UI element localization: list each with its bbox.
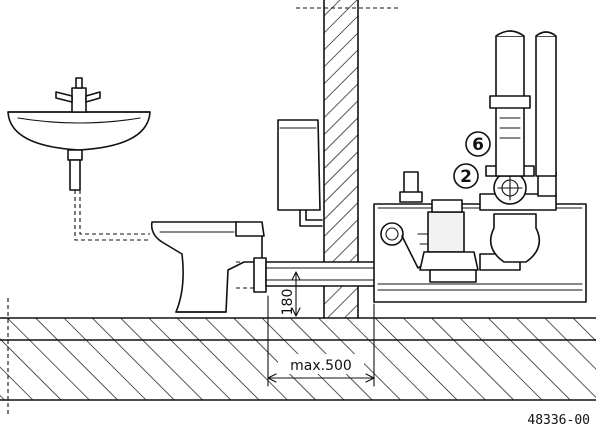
callout-6: 6 bbox=[465, 131, 491, 157]
callout-2-label: 2 bbox=[460, 167, 472, 187]
outlet-pipe bbox=[236, 257, 377, 293]
toilet bbox=[150, 221, 265, 313]
discharge-pipes bbox=[489, 30, 557, 177]
cistern bbox=[277, 119, 323, 227]
wash-basin bbox=[7, 77, 151, 241]
callout-2: 2 bbox=[453, 163, 479, 189]
dimension-height-label: 180 bbox=[280, 289, 296, 316]
dimension-max500: max.500 bbox=[267, 295, 375, 387]
callout-6-label: 6 bbox=[472, 135, 484, 155]
drawing-number: 48336-00 bbox=[527, 413, 590, 428]
faucet-icon bbox=[55, 77, 101, 113]
dimension-length-label: max.500 bbox=[290, 358, 352, 374]
dimension-180: 180 bbox=[267, 271, 301, 319]
